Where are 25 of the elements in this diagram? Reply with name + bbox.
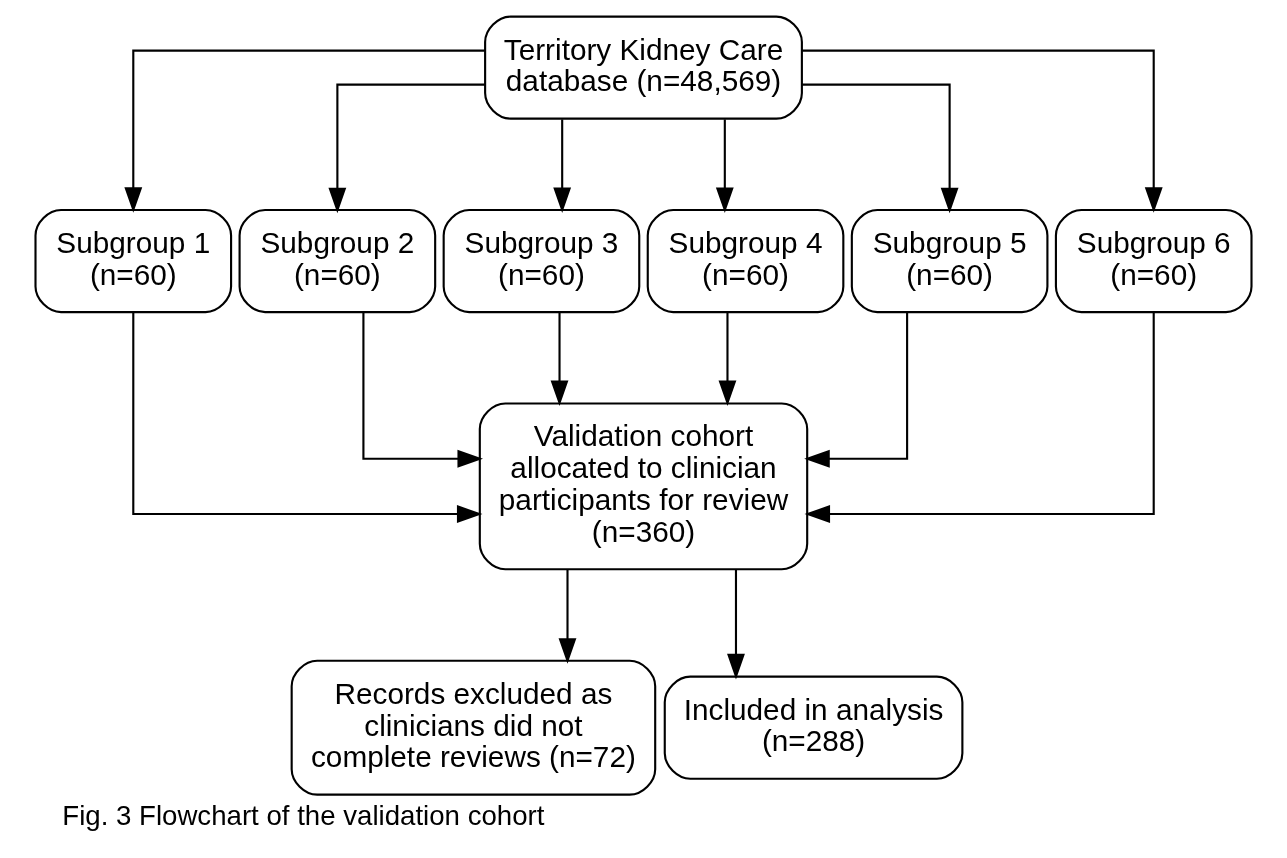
arrow [802,49,1163,213]
arrow [801,83,959,214]
node-box: Validation cohort allocated to clinician participants for review (n=360) [478,402,809,571]
node-box: Included in analysis (n=288) [663,675,964,780]
caption: Fig. 3 Flowchart of the validation cohort [62,800,545,832]
node-box: Subgroup 2 (n=60) [238,208,437,314]
arrow [124,49,485,213]
arrow [558,569,577,664]
arrow [362,313,483,468]
node-box: Subgroup 4 (n=60) [646,208,845,314]
arrow [553,119,572,213]
arrow [550,312,569,406]
arrow [804,313,909,468]
arrow [328,83,486,214]
arrow [727,569,745,680]
arrow [804,312,1155,523]
node-box: Subgroup 1 (n=60) [34,208,233,314]
node-box: Records excluded as clinicians did not complete reviews (n=72) [290,659,657,796]
arrow [715,119,734,213]
node-box: Subgroup 6 (n=60) [1054,208,1253,314]
node-box: Subgroup 5 (n=60) [850,208,1049,314]
arrow [718,312,737,406]
node-box: Subgroup 3 (n=60) [442,208,641,314]
arrow [132,312,483,523]
node-box: Territory Kidney Care database (n=48,569) [484,15,803,120]
